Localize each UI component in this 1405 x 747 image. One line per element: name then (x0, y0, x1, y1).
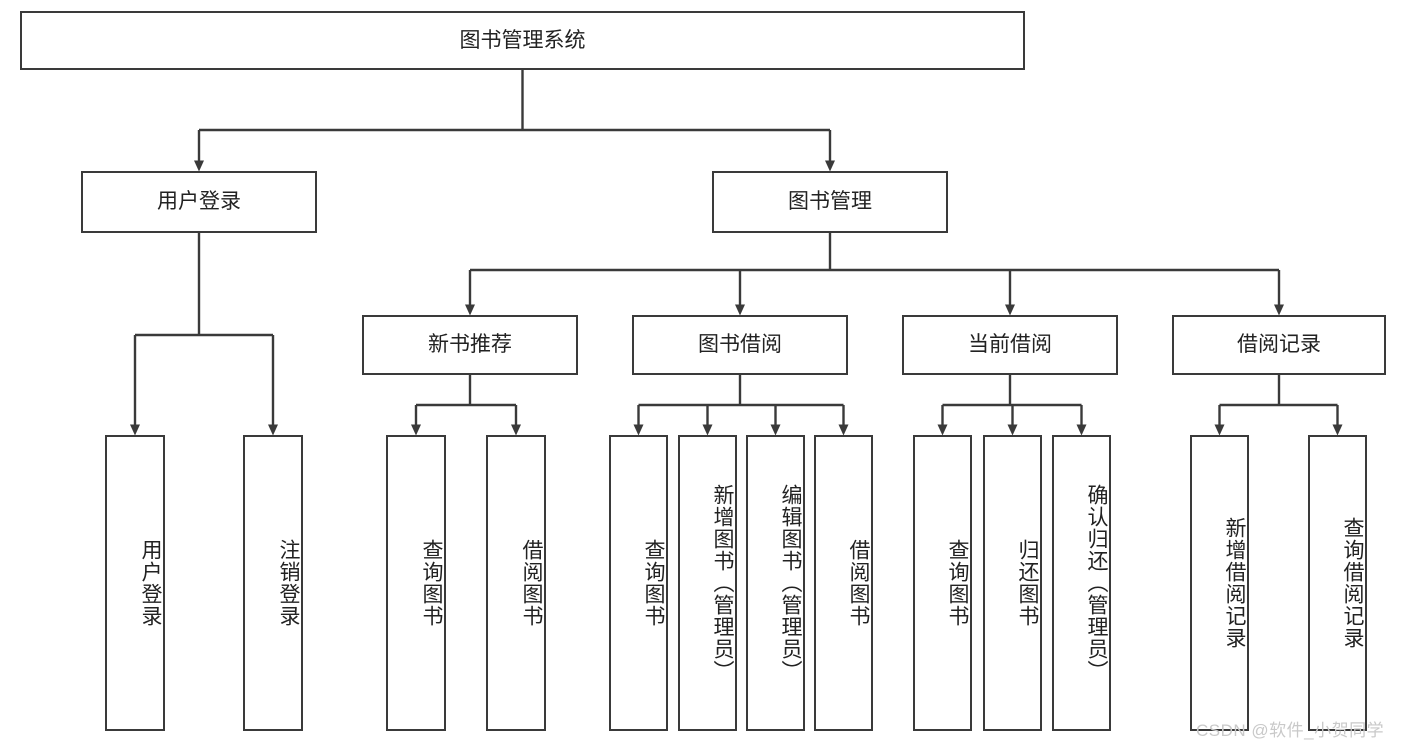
leaf-user-logout[interactable]: 注销登录 (243, 435, 303, 731)
leaf-query-book-2-label: 查询图书 (642, 539, 665, 627)
csdn-watermark: CSDN @软件_小贺同学 (1196, 721, 1385, 740)
node-book-borrow-label: 图书借阅 (698, 333, 782, 357)
node-new-book-recommend[interactable]: 新书推荐 (362, 315, 578, 375)
leaf-borrow-book-2-label: 借阅图书 (847, 539, 870, 627)
leaf-query-book-1-label: 查询图书 (420, 539, 443, 627)
node-current-borrow-label: 当前借阅 (968, 333, 1052, 357)
node-root-label: 图书管理系统 (459, 28, 586, 52)
leaf-confirm-return-label: 确认归还（管理员） (1085, 484, 1108, 682)
leaf-confirm-return[interactable]: 确认归还（管理员） (1052, 435, 1111, 731)
node-book-manage-label: 图书管理 (788, 190, 872, 214)
node-new-book-recommend-label: 新书推荐 (428, 333, 512, 357)
leaf-query-record-label: 查询借阅记录 (1341, 517, 1364, 649)
leaf-query-book-3-label: 查询图书 (946, 539, 969, 627)
node-user-login[interactable]: 用户登录 (81, 171, 317, 233)
node-root[interactable]: 图书管理系统 (20, 11, 1025, 70)
node-book-borrow[interactable]: 图书借阅 (632, 315, 848, 375)
node-book-manage[interactable]: 图书管理 (712, 171, 948, 233)
leaf-user-login-label: 用户登录 (139, 539, 162, 627)
leaf-borrow-book-1[interactable]: 借阅图书 (486, 435, 546, 731)
leaf-add-book[interactable]: 新增图书（管理员） (678, 435, 737, 731)
node-current-borrow[interactable]: 当前借阅 (902, 315, 1118, 375)
leaf-return-book-label: 归还图书 (1016, 539, 1039, 627)
leaf-user-login[interactable]: 用户登录 (105, 435, 165, 731)
leaf-add-book-label: 新增图书（管理员） (711, 484, 734, 682)
leaf-borrow-book-1-label: 借阅图书 (520, 539, 543, 627)
node-borrow-record-label: 借阅记录 (1237, 333, 1321, 357)
leaf-query-record[interactable]: 查询借阅记录 (1308, 435, 1367, 731)
leaf-add-record[interactable]: 新增借阅记录 (1190, 435, 1249, 731)
node-borrow-record[interactable]: 借阅记录 (1172, 315, 1386, 375)
leaf-user-logout-label: 注销登录 (277, 539, 300, 627)
leaf-add-record-label: 新增借阅记录 (1223, 517, 1246, 649)
node-user-login-label: 用户登录 (157, 190, 241, 214)
leaf-query-book-3[interactable]: 查询图书 (913, 435, 972, 731)
leaf-query-book-2[interactable]: 查询图书 (609, 435, 668, 731)
leaf-edit-book-label: 编辑图书（管理员） (779, 484, 802, 682)
leaf-query-book-1[interactable]: 查询图书 (386, 435, 446, 731)
leaf-edit-book[interactable]: 编辑图书（管理员） (746, 435, 805, 731)
leaf-return-book[interactable]: 归还图书 (983, 435, 1042, 731)
leaf-borrow-book-2[interactable]: 借阅图书 (814, 435, 873, 731)
